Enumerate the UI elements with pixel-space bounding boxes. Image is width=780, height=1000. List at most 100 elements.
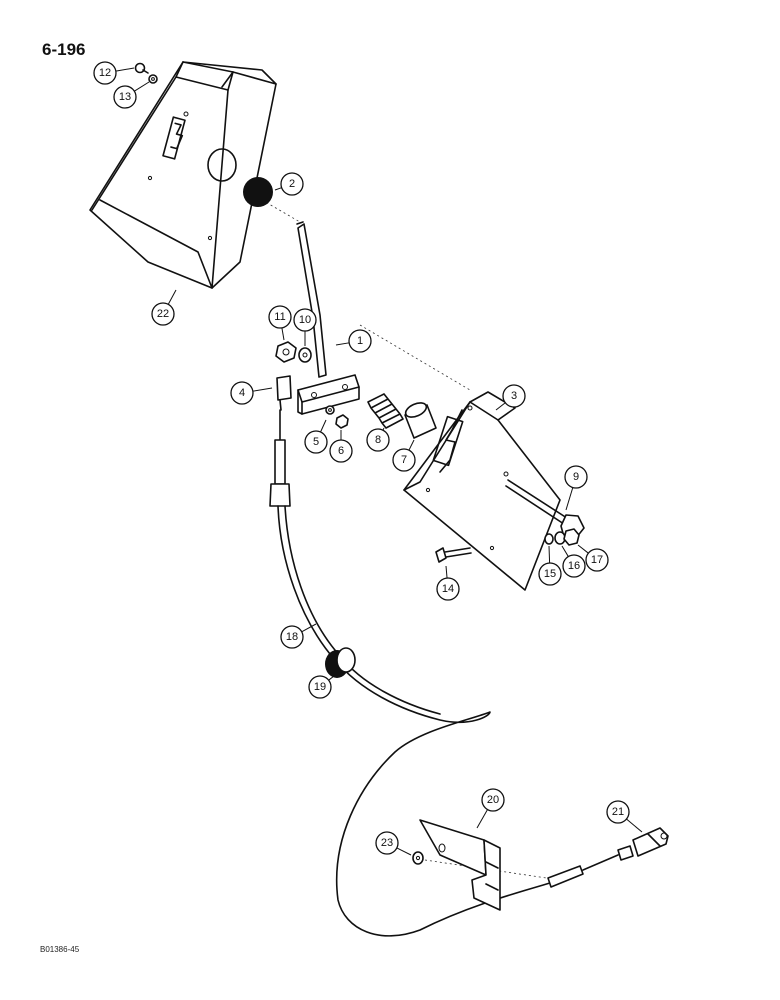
callout-number: 18 (286, 631, 298, 643)
leader-line (167, 289, 177, 305)
callout-circle (151, 302, 175, 326)
callout-circle (564, 465, 588, 489)
leader-line (281, 327, 285, 341)
alignment-line (261, 199, 301, 223)
leader-line (565, 487, 574, 511)
console-cover (89, 61, 277, 289)
callout-13: 13 (113, 81, 150, 109)
callout-number: 7 (401, 454, 407, 466)
callout-number: 21 (612, 806, 624, 818)
callout-circle (113, 85, 137, 109)
callout-20: 20 (476, 788, 505, 829)
callout-16: 16 (561, 545, 586, 578)
leader-line (408, 439, 415, 451)
callout-circle (230, 381, 254, 405)
callout-number: 12 (99, 67, 111, 79)
figure-code: B01386-45 (40, 945, 80, 954)
callout-circle (348, 329, 372, 353)
clevis (632, 827, 669, 857)
callout-17: 17 (577, 544, 609, 572)
bolt (435, 547, 472, 563)
callout-number: 1 (357, 335, 363, 347)
cable-end (276, 375, 292, 411)
nut (335, 414, 349, 429)
callout-circle (280, 172, 304, 196)
callout-circle (304, 430, 328, 454)
callout-6: 6 (329, 430, 353, 463)
sleeve (404, 402, 437, 439)
callout-number: 23 (381, 837, 393, 849)
spring (367, 393, 404, 429)
washer (148, 74, 158, 84)
callout-circle (308, 675, 332, 699)
leader-line (396, 847, 412, 856)
leader-line (252, 387, 273, 392)
callout-number: 8 (375, 434, 381, 446)
leader-line (577, 544, 589, 554)
page-number: 6-196 (42, 40, 86, 59)
callout-circle (481, 788, 505, 812)
leader-line (115, 67, 135, 72)
callout-number: 2 (289, 178, 295, 190)
washer (298, 347, 312, 363)
callout-number: 5 (313, 436, 319, 448)
callout-circle (538, 562, 562, 586)
leader-line (548, 545, 551, 564)
leader-line (328, 675, 335, 681)
callout-4: 4 (230, 381, 273, 405)
callout-number: 6 (338, 445, 344, 457)
callout-2: 2 (274, 172, 304, 196)
cable-bracket (419, 819, 501, 911)
cable-end-fitting (547, 845, 634, 888)
callout-circle (502, 384, 526, 408)
callout-number: 14 (442, 583, 454, 595)
callout-9: 9 (564, 465, 588, 511)
leader-line (626, 818, 643, 833)
callout-23: 23 (375, 831, 412, 856)
callout-circle (562, 554, 586, 578)
callout-number: 15 (544, 568, 556, 580)
callout-circle (268, 305, 292, 329)
callout-number: 3 (511, 390, 517, 402)
leader-line (495, 402, 506, 411)
callout-circle (280, 625, 304, 649)
callout-circle (293, 308, 317, 332)
callout-number: 17 (591, 554, 603, 566)
leader-line (320, 419, 327, 433)
callout-15: 15 (538, 545, 562, 586)
callout-number: 16 (568, 560, 580, 572)
callout-3: 3 (495, 384, 526, 411)
callout-circle (585, 548, 609, 572)
nut (563, 528, 580, 546)
callout-circle (366, 428, 390, 452)
leader-line (476, 809, 488, 829)
callout-circle (436, 577, 460, 601)
grommet (325, 647, 356, 678)
leader-line (445, 565, 448, 579)
screw (134, 62, 149, 74)
callout-5: 5 (304, 419, 328, 454)
washer (412, 851, 424, 865)
callout-8: 8 (366, 427, 390, 452)
callout-number: 20 (487, 794, 499, 806)
callout-22: 22 (151, 289, 177, 326)
leader-line (301, 623, 317, 633)
leader-line (134, 81, 150, 92)
callout-1: 1 (335, 329, 372, 353)
callout-21: 21 (606, 800, 643, 833)
callout-7: 7 (392, 439, 416, 472)
callout-12: 12 (93, 61, 135, 85)
callout-circle (93, 61, 117, 85)
callout-circle (392, 448, 416, 472)
callout-number: 4 (239, 387, 245, 399)
callout-circle (329, 439, 353, 463)
leader-line (335, 342, 350, 346)
callout-11: 11 (268, 305, 292, 341)
washer (544, 533, 554, 545)
callout-number: 13 (119, 91, 131, 103)
lock-nut (275, 341, 297, 363)
callout-number: 19 (314, 681, 326, 693)
